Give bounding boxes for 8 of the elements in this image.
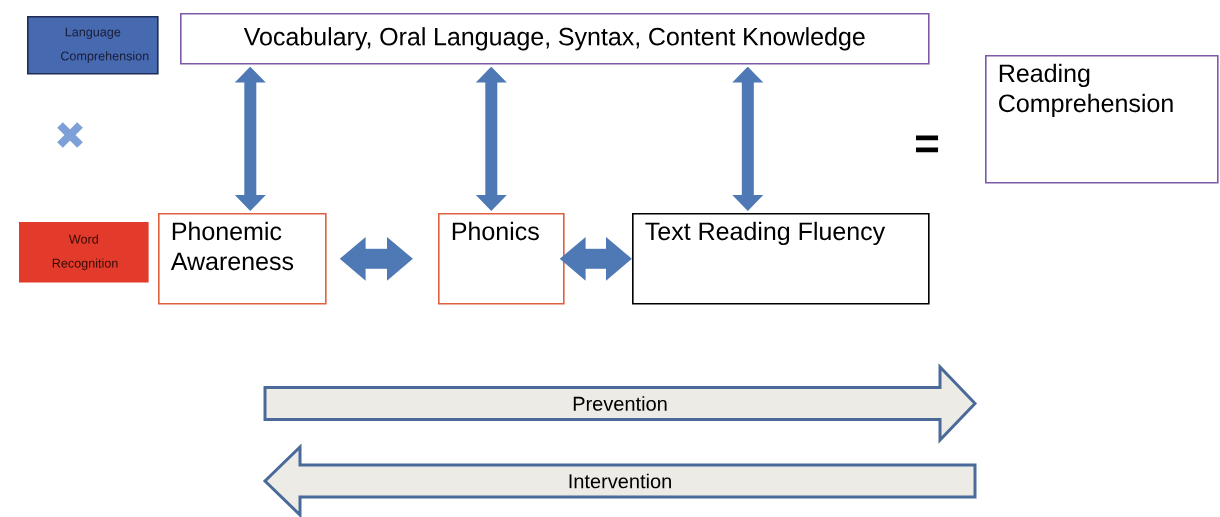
text-box: Phonics (438, 213, 565, 305)
equals-sign: = (916, 135, 939, 153)
text-box: Reading Comprehension (985, 55, 1219, 184)
text-box: Phonemic Awareness (158, 213, 327, 305)
label-box: Word Recognition (19, 222, 149, 283)
label-box: Vocabulary, Oral Language, Syntax, Content Knowledge (180, 13, 930, 65)
label-box: Language Comprehension (27, 16, 159, 75)
text-box: Text Reading Fluency (632, 213, 930, 305)
